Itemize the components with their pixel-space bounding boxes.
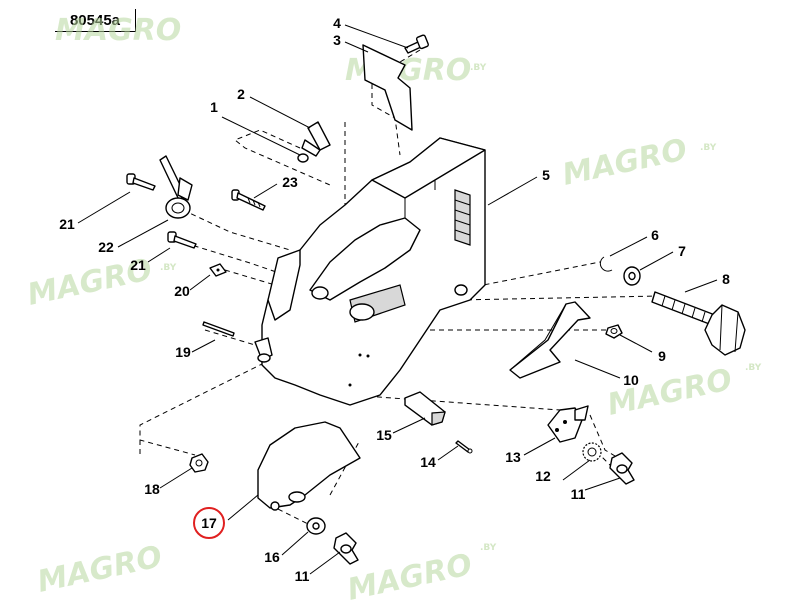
callout-11[interactable]: 11 (295, 568, 310, 584)
part-13-plate (547, 405, 589, 443)
part-17-cover (257, 421, 361, 511)
part-6-circlip (599, 256, 613, 272)
callout-20[interactable]: 20 (174, 283, 190, 299)
callout-8[interactable]: 8 (722, 271, 730, 287)
callout-9[interactable]: 9 (658, 348, 666, 364)
callout-labels: 1 2 3 4 5 6 7 8 9 10 11 11 12 13 14 15 1… (59, 15, 730, 584)
part-10-bracket (509, 301, 591, 379)
watermark-suffix: .BY (745, 363, 762, 373)
part-9-nut (605, 324, 623, 339)
callout-6[interactable]: 6 (651, 227, 659, 243)
part-15-sleeve (404, 391, 446, 426)
callout-1[interactable]: 1 (210, 99, 218, 115)
callout-11[interactable]: 11 (571, 486, 586, 502)
callout-18[interactable]: 18 (144, 481, 160, 497)
callout-7[interactable]: 7 (678, 243, 686, 259)
callout-16[interactable]: 16 (264, 549, 280, 565)
callout-23[interactable]: 23 (282, 174, 298, 190)
callout-5[interactable]: 5 (542, 167, 550, 183)
callout-2[interactable]: 2 (237, 86, 245, 102)
part-11-wing-nut (333, 532, 359, 565)
part-2-clip (301, 121, 331, 157)
part-7-washer (623, 266, 641, 286)
callout-21[interactable]: 21 (130, 257, 146, 273)
part-18-nut (189, 453, 209, 473)
callout-21[interactable]: 21 (59, 216, 75, 232)
callout-14[interactable]: 14 (420, 454, 436, 470)
diagram-reference-number: 80545a (55, 9, 136, 32)
watermark-suffix: .BY (480, 543, 497, 553)
housing-latch (254, 337, 273, 363)
callout-17[interactable]: 17 (201, 515, 217, 531)
part-12-lock-washer (582, 442, 602, 462)
part-14-pin (455, 440, 473, 454)
watermark-text: MAGRO (34, 539, 165, 599)
part-4-bolt (404, 34, 429, 54)
watermark-text: MAGRO (55, 13, 181, 48)
callout-19[interactable]: 19 (175, 344, 191, 360)
watermark-text: MAGRO (344, 547, 475, 600)
leader-lines (77, 24, 718, 575)
highlight-circle (193, 507, 225, 539)
part-8-knob-bolt (651, 291, 746, 356)
part-22-lever (159, 155, 193, 219)
watermark-suffix: .BY (470, 63, 487, 73)
part-5-housing (261, 137, 486, 406)
part-3-bracket (362, 44, 413, 131)
watermark-text: MAGRO (559, 132, 690, 192)
part-11-wing-nut (609, 452, 635, 485)
callout-4[interactable]: 4 (333, 15, 341, 31)
callout-10[interactable]: 10 (623, 372, 639, 388)
part-1-nut (297, 153, 309, 163)
callout-13[interactable]: 13 (505, 449, 521, 465)
part-21-bolts (126, 173, 197, 249)
part-16-washer (306, 517, 326, 535)
callout-15[interactable]: 15 (376, 427, 392, 443)
part-23-bolt (231, 189, 266, 211)
watermark-suffix: .BY (160, 263, 177, 273)
part-20-plate (209, 263, 227, 277)
callout-22[interactable]: 22 (98, 239, 114, 255)
part-19-pin (202, 321, 235, 337)
watermark-suffix: .BY (700, 143, 717, 153)
callout-12[interactable]: 12 (535, 468, 551, 484)
callout-3[interactable]: 3 (333, 32, 341, 48)
